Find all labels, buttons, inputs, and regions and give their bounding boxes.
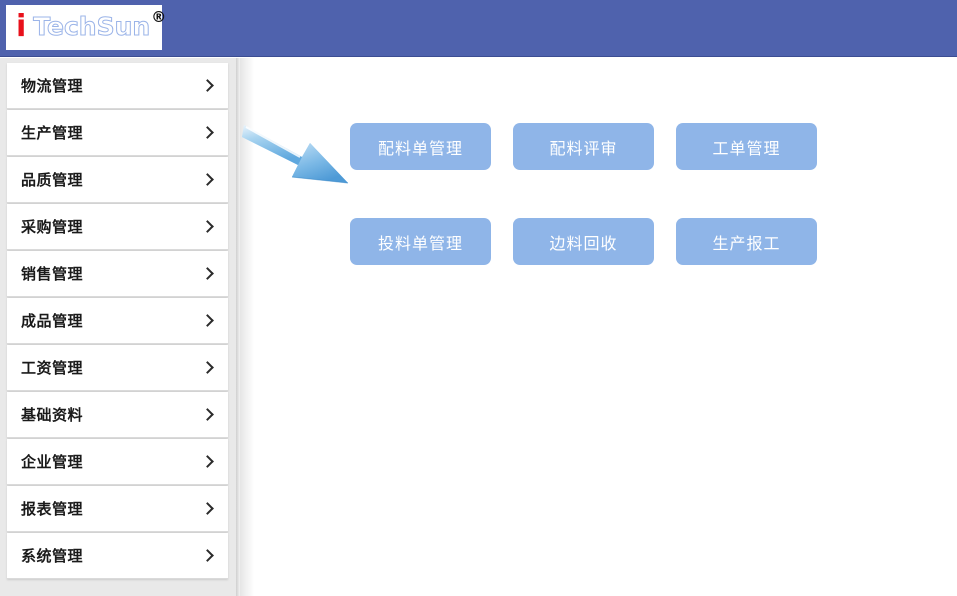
sidebar-item-system[interactable]: 系统管理	[7, 533, 228, 579]
sidebar-item-label: 工资管理	[21, 359, 84, 377]
sidebar-item-label: 销售管理	[21, 265, 84, 283]
sidebar-item-label: 生产管理	[21, 124, 84, 142]
app-header: i TechSun ®	[0, 0, 957, 57]
tile-bom-management[interactable]: 配料单管理	[350, 123, 491, 170]
sidebar-item-label: 报表管理	[21, 500, 84, 518]
chevron-right-icon	[202, 313, 212, 329]
chevron-right-icon	[202, 219, 212, 235]
tile-work-order-management[interactable]: 工单管理	[676, 123, 817, 170]
sidebar-item-label: 成品管理	[21, 312, 84, 330]
sidebar-navigation: 物流管理 生产管理 品质管理 采购管理 销售管理 成品管理	[0, 58, 236, 596]
sidebar-item-label: 物流管理	[21, 77, 84, 95]
sidebar-item-logistics[interactable]: 物流管理	[7, 63, 228, 109]
tile-production-reporting[interactable]: 生产报工	[676, 218, 817, 265]
chevron-right-icon	[202, 78, 212, 94]
sidebar-item-reports[interactable]: 报表管理	[7, 486, 228, 532]
sidebar-item-purchasing[interactable]: 采购管理	[7, 204, 228, 250]
sidebar-item-label: 基础资料	[21, 406, 84, 424]
logo-wordmark: TechSun	[33, 12, 151, 41]
sidebar-divider	[236, 58, 240, 596]
sidebar-item-label: 品质管理	[21, 171, 84, 189]
main-content: 配料单管理 配料评审 工单管理 投料单管理 边料回收 生产报工	[240, 58, 957, 596]
sidebar-item-enterprise[interactable]: 企业管理	[7, 439, 228, 485]
tile-material-issue-management[interactable]: 投料单管理	[350, 218, 491, 265]
chevron-right-icon	[202, 266, 212, 282]
sidebar-item-label: 企业管理	[21, 453, 84, 471]
tile-row: 配料单管理 配料评审 工单管理	[350, 123, 817, 170]
brand-logo: i TechSun ®	[6, 5, 166, 50]
sidebar-item-master-data[interactable]: 基础资料	[7, 392, 228, 438]
registered-trademark-icon: ®	[151, 8, 167, 26]
logo-i-mark: i	[16, 8, 27, 44]
chevron-right-icon	[202, 548, 212, 564]
sidebar-item-finished-goods[interactable]: 成品管理	[7, 298, 228, 344]
sidebar-item-sales[interactable]: 销售管理	[7, 251, 228, 297]
chevron-right-icon	[202, 454, 212, 470]
tile-row: 投料单管理 边料回收 生产报工	[350, 218, 817, 265]
chevron-right-icon	[202, 125, 212, 141]
sidebar-item-payroll[interactable]: 工资管理	[7, 345, 228, 391]
sidebar-item-quality[interactable]: 品质管理	[7, 157, 228, 203]
sidebar-item-production[interactable]: 生产管理	[7, 110, 228, 156]
chevron-right-icon	[202, 360, 212, 376]
chevron-right-icon	[202, 172, 212, 188]
chevron-right-icon	[202, 501, 212, 517]
sidebar-menu-list: 物流管理 生产管理 品质管理 采购管理 销售管理 成品管理	[0, 58, 236, 579]
tile-bom-review[interactable]: 配料评审	[513, 123, 654, 170]
chevron-right-icon	[202, 407, 212, 423]
module-tile-grid: 配料单管理 配料评审 工单管理 投料单管理 边料回收 生产报工	[350, 123, 817, 313]
tile-scrap-recycling[interactable]: 边料回收	[513, 218, 654, 265]
sidebar-item-label: 采购管理	[21, 218, 84, 236]
sidebar-item-label: 系统管理	[21, 547, 84, 565]
